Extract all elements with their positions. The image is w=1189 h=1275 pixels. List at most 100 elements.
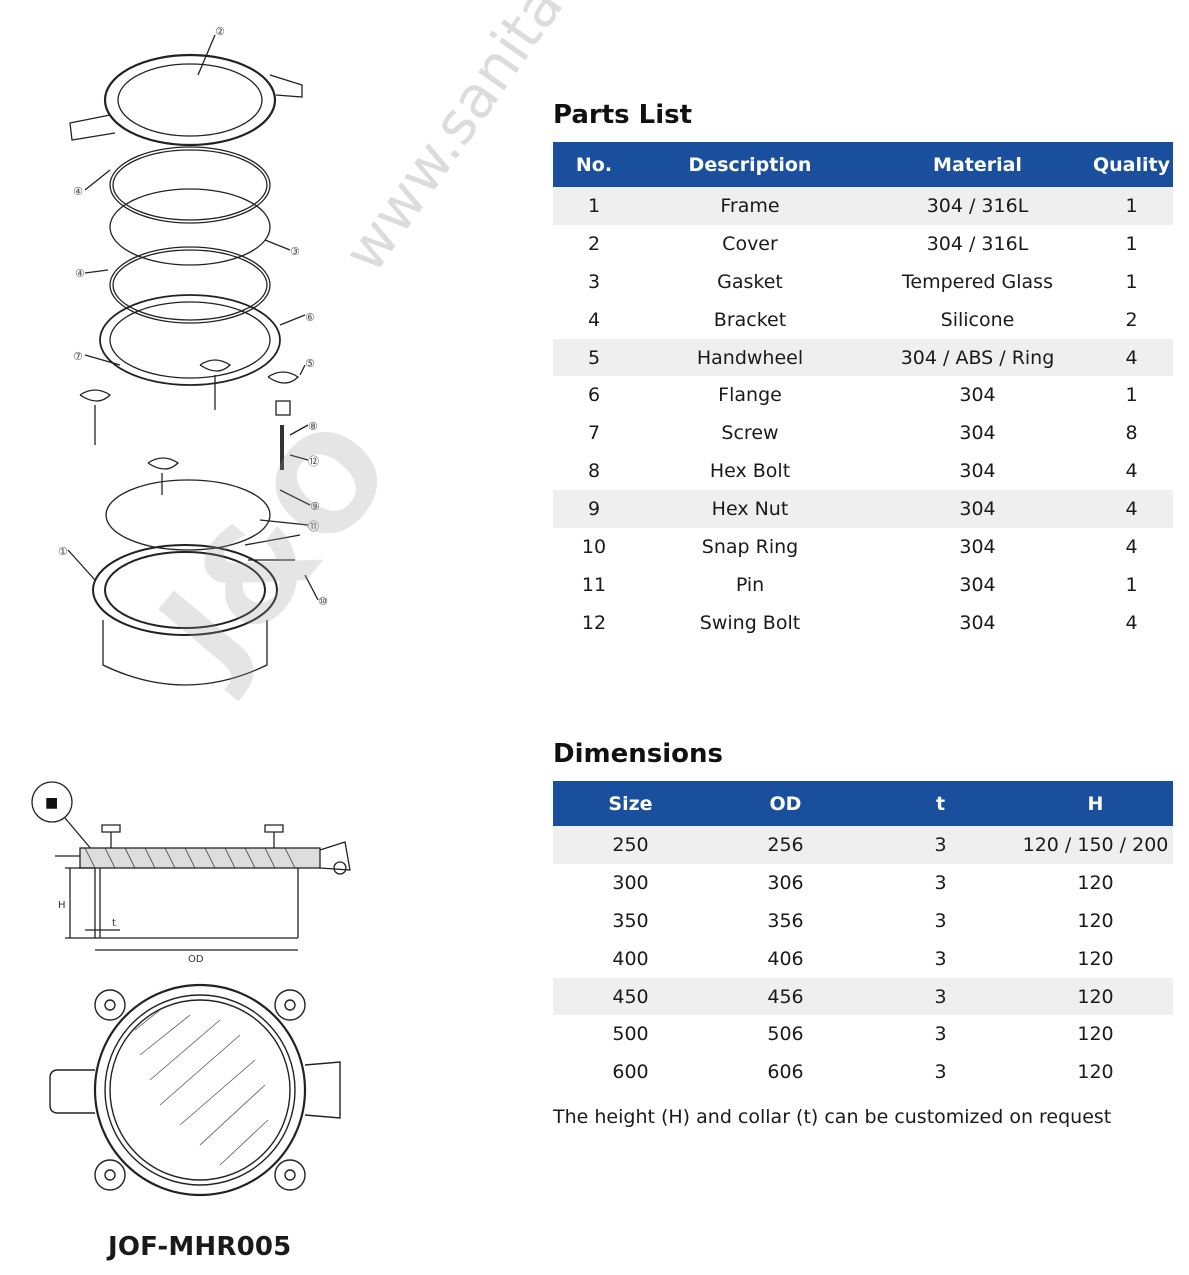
cell: 1 bbox=[1125, 232, 1138, 255]
parts-header-row: No. Description Material Quality bbox=[553, 142, 1173, 187]
column-header: Material bbox=[865, 142, 1090, 187]
callout-7: ⑦ bbox=[73, 350, 83, 363]
cell: 606 bbox=[767, 1061, 804, 1084]
cell: 9 bbox=[553, 490, 635, 529]
cell: 350 bbox=[612, 909, 649, 932]
cell: 2 bbox=[1125, 308, 1138, 331]
cell: 8 bbox=[587, 460, 601, 483]
cell: 3 bbox=[934, 909, 947, 932]
cell: Bracket bbox=[713, 308, 787, 331]
callout-5: ⑤ bbox=[305, 357, 315, 370]
callout-6: ⑥ bbox=[305, 311, 315, 324]
cell: 304 bbox=[959, 422, 996, 445]
cell: Gasket bbox=[717, 270, 783, 293]
cell: 8 bbox=[1125, 422, 1138, 445]
callout-10: ⑩ bbox=[318, 595, 328, 608]
cell: 120 bbox=[1018, 977, 1173, 1016]
dimensions-header-row: Size OD t H bbox=[553, 781, 1173, 826]
cell: 3 bbox=[934, 871, 947, 894]
cell: 304 bbox=[959, 611, 996, 634]
column-header: OD bbox=[708, 781, 863, 826]
cell: 12 bbox=[581, 611, 607, 634]
cell: 120 bbox=[1077, 1023, 1114, 1046]
table-row: 350 356 3 120 bbox=[553, 902, 1173, 940]
cell: Hex Bolt bbox=[709, 460, 791, 483]
column-header: Description bbox=[635, 142, 865, 187]
cell: 4 bbox=[1090, 490, 1173, 529]
cell: Hex Nut bbox=[635, 490, 865, 529]
cell: 256 bbox=[708, 826, 863, 864]
cell: 1 bbox=[1125, 573, 1138, 596]
cell: 3 bbox=[587, 270, 601, 293]
dimensions-title: Dimensions bbox=[553, 739, 723, 769]
cell: 600 bbox=[612, 1061, 649, 1084]
cell: 4 bbox=[587, 308, 601, 331]
cell: 3 bbox=[934, 1061, 947, 1084]
cell: 120 bbox=[1077, 1061, 1114, 1084]
cell: 1 bbox=[1125, 270, 1138, 293]
cell: 306 bbox=[767, 871, 804, 894]
cell: Pin bbox=[735, 573, 765, 596]
dim-od-label: OD bbox=[188, 954, 204, 965]
plan-view-drawing bbox=[49, 983, 341, 1197]
cell: 304 bbox=[959, 384, 996, 407]
cell: 3 bbox=[863, 977, 1018, 1016]
cell: Tempered Glass bbox=[902, 270, 1053, 293]
cell: 304 bbox=[959, 460, 996, 483]
cell: 4 bbox=[1090, 338, 1173, 377]
cell: 304 / 316L bbox=[926, 232, 1029, 255]
cell: Handwheel bbox=[635, 338, 865, 377]
cell: 5 bbox=[553, 338, 635, 377]
cell: 250 bbox=[553, 826, 708, 864]
cell: 120 / 150 / 200 bbox=[1018, 826, 1173, 864]
dim-h-label: H bbox=[58, 900, 66, 911]
cell: Silicone bbox=[940, 308, 1015, 331]
model-number: JOF-MHR005 bbox=[108, 1232, 292, 1262]
cell: 1 bbox=[553, 187, 635, 225]
callout-9: ⑨ bbox=[310, 500, 320, 513]
cell: 120 bbox=[1077, 947, 1114, 970]
column-header: Size bbox=[553, 781, 708, 826]
callout-4b: ④ bbox=[75, 267, 85, 280]
cell: Swing Bolt bbox=[699, 611, 801, 634]
parts-list-title: Parts List bbox=[553, 100, 693, 130]
cell: 304 bbox=[865, 490, 1090, 529]
table-row: 8 Hex Bolt 304 4 bbox=[553, 452, 1173, 490]
column-header: H bbox=[1018, 781, 1173, 826]
section-view-drawing: ■ H t OD bbox=[31, 781, 351, 965]
cell: 456 bbox=[708, 977, 863, 1016]
cell: 4 bbox=[1125, 460, 1138, 483]
cell: 4 bbox=[1125, 535, 1138, 558]
callout-11: ⑪ bbox=[308, 520, 319, 533]
cell: 356 bbox=[767, 909, 804, 932]
table-row: 6 Flange 304 1 bbox=[553, 376, 1173, 414]
cell: Screw bbox=[721, 422, 779, 445]
cell: 6 bbox=[587, 384, 601, 407]
cell: 1 bbox=[1125, 384, 1138, 407]
cell: Snap Ring bbox=[701, 535, 799, 558]
column-header: t bbox=[863, 781, 1018, 826]
cell: 406 bbox=[767, 947, 804, 970]
cell: 3 bbox=[934, 947, 947, 970]
cell: 120 bbox=[1077, 909, 1114, 932]
parts-list-section: Parts List No. Description Material Qual… bbox=[553, 98, 1173, 642]
cell: 450 bbox=[553, 977, 708, 1016]
cell: 1 bbox=[1090, 187, 1173, 225]
callout-2: ② bbox=[215, 25, 225, 38]
table-row: 3 Gasket Tempered Glass 1 bbox=[553, 263, 1173, 301]
cell: Flange bbox=[718, 384, 782, 407]
cell: Cover bbox=[722, 232, 778, 255]
dim-t-label: t bbox=[112, 918, 116, 929]
table-row: 4 Bracket Silicone 2 bbox=[553, 301, 1173, 339]
cell: 304 bbox=[959, 573, 996, 596]
cell: 304 / ABS / Ring bbox=[865, 338, 1090, 377]
